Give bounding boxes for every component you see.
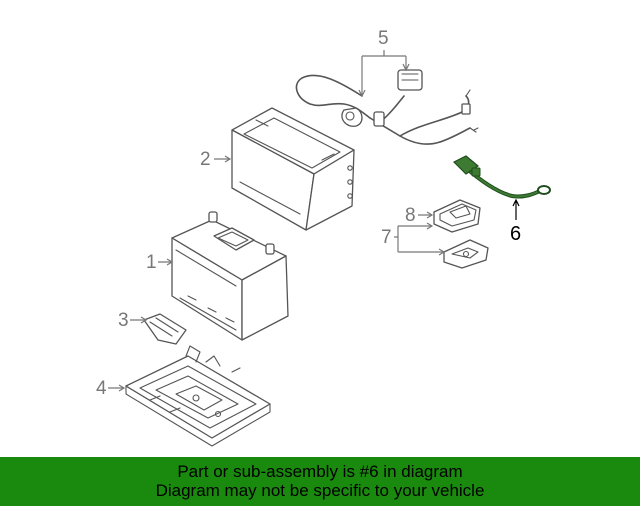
part-8-cover[interactable] bbox=[433, 199, 481, 233]
banner-line-1: Part or sub-assembly is #6 in diagram bbox=[177, 462, 463, 481]
callout-8-label: 8 bbox=[405, 205, 416, 226]
callout-2: 2 bbox=[200, 149, 232, 170]
callout-3-label: 3 bbox=[118, 310, 129, 331]
callout-6: 6 bbox=[510, 198, 521, 245]
callout-7-8: 8 7 bbox=[381, 205, 446, 256]
callout-4-label: 4 bbox=[96, 378, 107, 399]
callout-1-label: 1 bbox=[146, 252, 157, 273]
info-banner: Part or sub-assembly is #6 in diagram Di… bbox=[0, 457, 640, 506]
callout-4: 4 bbox=[96, 378, 126, 399]
callout-1: 1 bbox=[146, 252, 174, 273]
callout-5-label: 5 bbox=[378, 28, 389, 49]
part-3-bracket[interactable] bbox=[143, 313, 187, 345]
callout-6-label: 6 bbox=[510, 223, 521, 245]
parts-diagram: 5 2 1 3 bbox=[96, 28, 551, 447]
callout-3: 3 bbox=[118, 310, 148, 331]
part-2-battery-box[interactable] bbox=[231, 107, 355, 231]
part-4-tray[interactable] bbox=[125, 345, 271, 447]
part-1-battery[interactable] bbox=[171, 211, 289, 341]
banner-line-2: Diagram may not be specific to your vehi… bbox=[155, 481, 485, 500]
part-6-battery-cable[interactable] bbox=[452, 155, 551, 199]
part-5-wiring-harness[interactable] bbox=[295, 69, 479, 145]
part-7-terminal[interactable] bbox=[443, 239, 489, 269]
callout-7-label: 7 bbox=[381, 227, 392, 248]
callout-2-label: 2 bbox=[200, 149, 211, 170]
callout-5: 5 bbox=[358, 28, 410, 98]
